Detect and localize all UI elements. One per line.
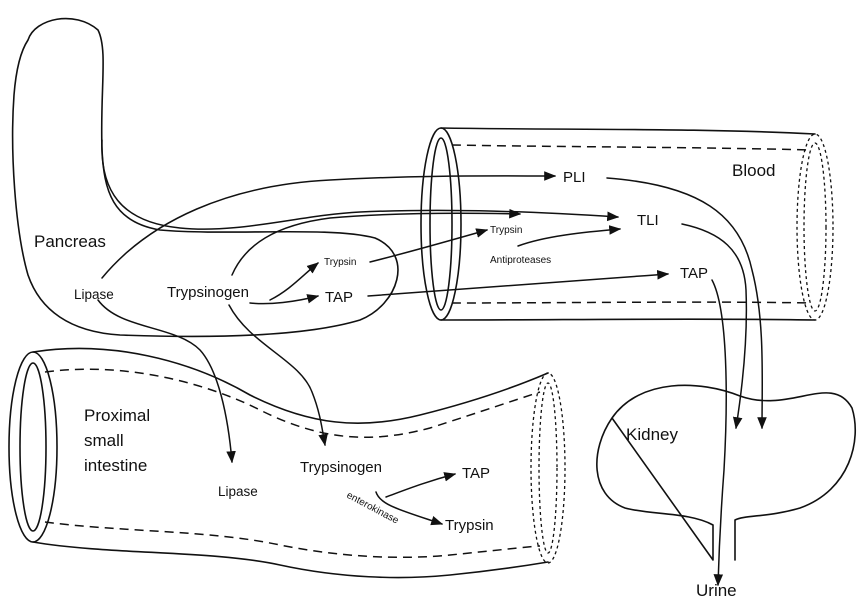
arrow-trypsin-antiproteases-to-tli bbox=[518, 229, 620, 246]
pancreas-trypsin: Trypsin bbox=[324, 257, 356, 268]
arrow-tap-to-blood-tap bbox=[368, 274, 668, 296]
arrow-pli-to-kidney bbox=[607, 178, 762, 428]
blood-vessel bbox=[421, 128, 833, 320]
intestine-trypsin: Trypsin bbox=[445, 517, 494, 534]
pancreas-label: Pancreas bbox=[34, 232, 106, 251]
blood-antiproteases: Antiproteases bbox=[490, 255, 551, 266]
arrow-tap-to-urine bbox=[712, 280, 726, 585]
kidney-label: Kidney bbox=[626, 425, 678, 444]
intestine-label-line3: intestine bbox=[84, 456, 147, 475]
blood-trypsin: Trypsin bbox=[490, 225, 522, 236]
pancreas-trypsinogen: Trypsinogen bbox=[167, 284, 249, 301]
intestine-tap: TAP bbox=[462, 465, 490, 482]
arrow-trypsinogen-to-tap bbox=[250, 296, 318, 304]
blood-pli: PLI bbox=[563, 169, 586, 186]
arrow-trypsinogen-to-intestine bbox=[229, 305, 325, 445]
blood-label: Blood bbox=[732, 161, 775, 180]
intestine-lipase: Lipase bbox=[218, 484, 258, 499]
blood-tli: TLI bbox=[637, 212, 659, 229]
arrow-trypsinogen-to-trypsin bbox=[270, 263, 318, 300]
arrow-intestine-trypsinogen-to-tap bbox=[386, 474, 455, 497]
pancreas-tap: TAP bbox=[325, 289, 353, 306]
pancreas-lipase: Lipase bbox=[74, 287, 114, 302]
intestine-label-line1: Proximal bbox=[84, 406, 150, 425]
intestine-trypsinogen: Trypsinogen bbox=[300, 459, 382, 476]
arrow-tli-to-kidney bbox=[682, 224, 746, 428]
urine-label: Urine bbox=[696, 581, 737, 600]
blood-tap: TAP bbox=[680, 265, 708, 282]
intestine-label-line2: small bbox=[84, 431, 124, 450]
